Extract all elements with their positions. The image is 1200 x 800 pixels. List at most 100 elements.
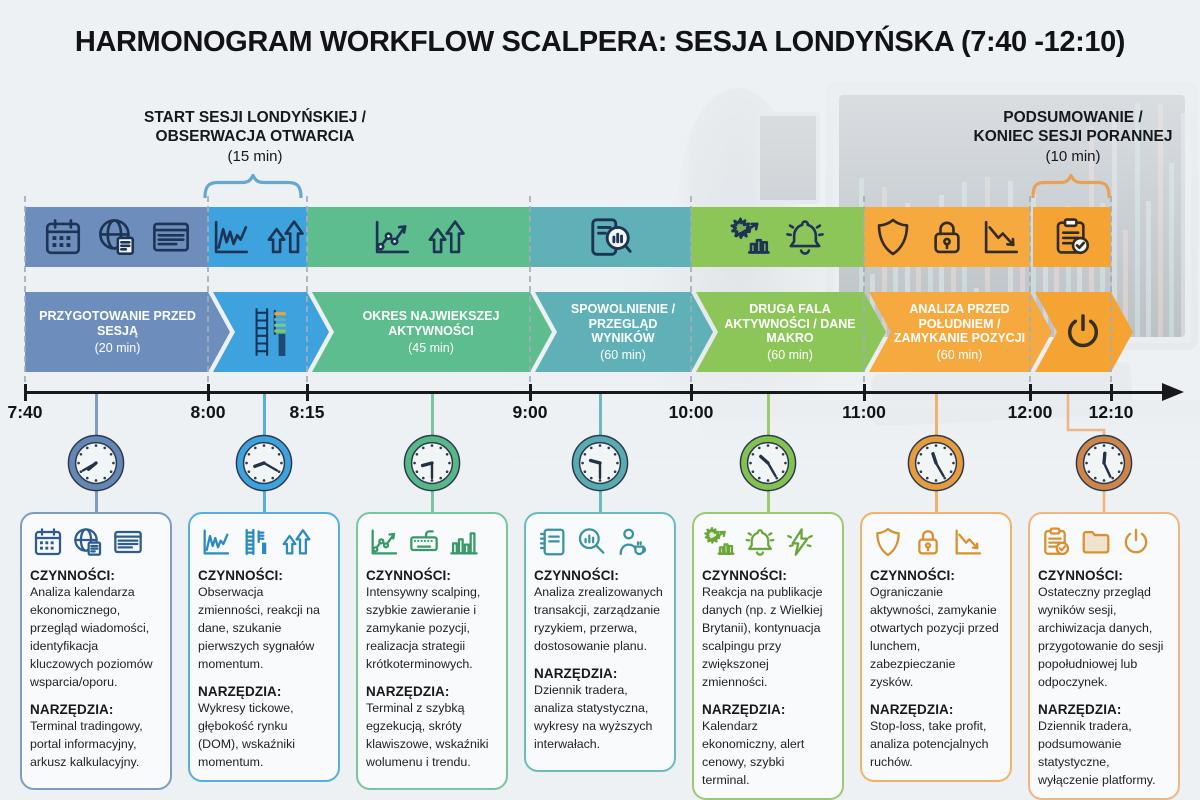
phase-label: DRUGA FALA AKTYWNOŚCI / DANE MAKRO — [724, 301, 856, 346]
activities-text: Reakcja na publikacje danych (np. z Wiel… — [702, 585, 823, 689]
bar-chart-icon — [450, 532, 478, 555]
padlock-icon — [918, 530, 938, 555]
tools-text: Terminal z szybką egzekucją, skróty klaw… — [366, 701, 489, 769]
axis-tick — [23, 384, 27, 401]
card-tools: NARZĘDZIA: Wykresy tickowe, głębokość ry… — [198, 684, 330, 771]
journal-magnifier-icon — [590, 218, 632, 256]
card-activities: CZYNNOŚCI: Ostateczny przegląd wyników s… — [1038, 568, 1170, 691]
phase-chevron-5: DRUGA FALA AKTYWNOŚCI / DANE MAKRO (60 m… — [696, 292, 886, 372]
activities-heading: CZYNNOŚCI: — [870, 568, 955, 583]
card-icons — [200, 523, 330, 561]
trader-silhouette — [678, 88, 798, 318]
band-segment-4 — [530, 207, 691, 267]
globe-news-icon — [98, 219, 134, 255]
card-activities: CZYNNOŚCI: Intensywny scalping, szybkie … — [366, 568, 498, 673]
phase-card-1: CZYNNOŚCI: Analiza kalendarza ekonomiczn… — [20, 512, 172, 790]
dashed-guide-line — [207, 196, 209, 392]
timeline-axis — [25, 391, 1173, 394]
line-chart-icon — [203, 529, 230, 555]
card-icons — [536, 523, 666, 561]
card-tools: NARZĘDZIA: Terminal z szybką egzekucją, … — [366, 684, 498, 771]
axis-tick — [305, 384, 309, 401]
time-label-900: 9:00 — [512, 402, 548, 422]
notebook-icon — [539, 528, 565, 556]
activities-text: Analiza zrealizowanych transakcji, zarzą… — [534, 585, 663, 653]
tools-text: Terminal tradingowy, portal informacyjny… — [30, 719, 143, 769]
tools-text: Kalendarz ekonomiczny, alert cenowy, szy… — [702, 719, 805, 787]
phase-card-7: CZYNNOŚCI: Ostateczny przegląd wyników s… — [1028, 512, 1180, 800]
dashed-guide-line — [690, 196, 692, 392]
phase-chevron-1: PRZYGOTOWANIE PRZED SESJĄ (20 min) — [25, 292, 230, 372]
activities-text: Intensywny scalping, szybkie zawieranie … — [366, 585, 481, 671]
tools-heading: NARZĘDZIA: — [534, 666, 618, 681]
power-icon — [1124, 528, 1148, 554]
band-segment-3 — [307, 207, 530, 267]
clock-icon-3 — [403, 434, 461, 492]
phase-duration: (20 min) — [94, 340, 141, 355]
dashed-guide-line — [529, 196, 531, 392]
phase-label: SPOWOLNIENIE / PRZEGLĄD WYNIKÓW — [570, 301, 676, 346]
padlock-icon — [934, 221, 960, 254]
shield-icon — [876, 527, 900, 557]
clipboard-check-icon — [1056, 218, 1090, 255]
down-chart-icon — [984, 220, 1019, 254]
card-activities: CZYNNOŚCI: Reakcja na publikacje danych … — [702, 568, 834, 691]
clock-icon-5 — [739, 434, 797, 492]
card-icons — [1040, 523, 1170, 561]
phase-duration: (60 min) — [936, 348, 983, 363]
axis-tick — [862, 384, 866, 401]
line-chart-icon — [214, 220, 248, 254]
time-label-740: 7:40 — [7, 402, 43, 422]
time-label-1100: 11:00 — [842, 402, 886, 422]
news-list-icon — [114, 530, 142, 554]
axis-tick — [1028, 384, 1032, 401]
callout-end-line1: PODSUMOWANIE / — [1003, 109, 1143, 126]
dashed-guide-line — [24, 196, 26, 392]
card-tools: NARZĘDZIA: Terminal tradingowy, portal i… — [30, 702, 162, 771]
shield-icon — [877, 218, 909, 256]
timeline-arrowhead-icon — [1162, 383, 1184, 401]
dashed-guide-line — [1029, 196, 1031, 392]
card-tools: NARZĘDZIA: Kalendarz ekonomiczny, alert … — [702, 702, 834, 789]
dashed-guide-line — [863, 196, 865, 392]
card-tools: NARZĘDZIA: Stop-loss, take profit, anali… — [870, 702, 1002, 771]
bell-icon — [745, 529, 775, 556]
phase-card-2: CZYNNOŚCI: Obserwacja zmienności, reakcj… — [188, 512, 340, 782]
brace-end-icon — [1031, 174, 1111, 198]
axis-tick — [528, 384, 532, 401]
activities-text: Analiza kalendarza ekonomicznego, przegl… — [30, 585, 153, 689]
band-segment-2 — [208, 207, 307, 267]
card-activities: CZYNNOŚCI: Ograniczanie aktywności, zamy… — [870, 568, 1002, 691]
axis-tick — [689, 384, 693, 401]
phase-card-5: CZYNNOŚCI: Reakcja na publikacje danych … — [692, 512, 844, 800]
activities-text: Ograniczanie aktywności, zamykanie otwar… — [870, 585, 999, 689]
down-chart-icon — [955, 529, 982, 555]
tools-text: Dziennik tradera, analiza statystyczna, … — [534, 683, 653, 751]
globe-news-icon — [74, 528, 102, 556]
callout-start-line1: START SESJI LONDYŃSKIEJ / — [144, 109, 366, 126]
bell-icon — [785, 220, 824, 255]
scatter-chart-icon — [371, 529, 398, 555]
card-icons — [704, 523, 834, 561]
callout-end-duration: (10 min) — [1045, 147, 1101, 165]
card-icons — [368, 523, 498, 561]
phase-label: PRZYGOTOWANIE PRZED SESJĄ — [39, 309, 196, 338]
phase-card-6: CZYNNOŚCI: Ograniczanie aktywności, zamy… — [860, 512, 1012, 782]
clipboard-check-icon — [1044, 527, 1070, 556]
phase-chevron-2 — [213, 292, 329, 372]
clock-icon-7 — [1075, 434, 1133, 492]
page-title: HARMONOGRAM WORKFLOW SCALPERA: SESJA LON… — [74, 26, 1126, 58]
magnifier-chart-icon — [578, 528, 605, 554]
burst-chart-icon — [729, 217, 770, 254]
callout-end-line2: KONIEC SESJI PORANNEJ — [973, 128, 1173, 146]
dashed-guide-line — [1110, 196, 1112, 392]
callout-start-duration: (15 min) — [227, 147, 283, 165]
axis-tick — [206, 384, 210, 401]
band-segment-7 — [1033, 207, 1111, 267]
double-up-arrows-icon — [267, 220, 304, 254]
activities-heading: CZYNNOŚCI: — [198, 568, 283, 583]
callout-session-end: PODSUMOWANIE / KONIEC SESJI PORANNEJ (10… — [948, 108, 1198, 167]
activities-heading: CZYNNOŚCI: — [30, 568, 115, 583]
side-monitor — [756, 112, 820, 204]
activities-heading: CZYNNOŚCI: — [702, 568, 787, 583]
